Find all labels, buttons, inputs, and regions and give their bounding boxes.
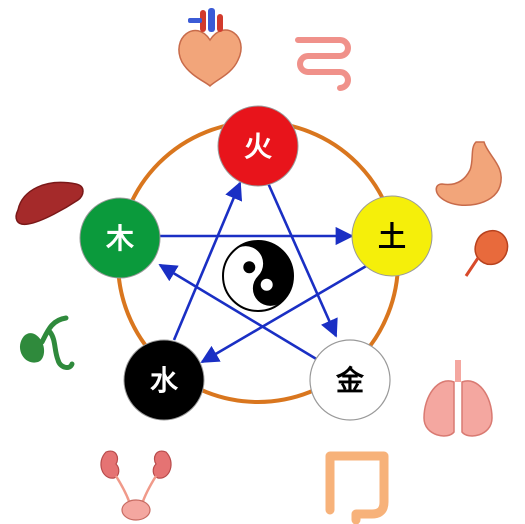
element-node-earth: 土 [352, 196, 432, 276]
element-node-wood: 木 [80, 198, 160, 278]
element-node-metal: 金 [310, 340, 390, 420]
element-label-fire: 火 [244, 130, 272, 163]
spleen-icon [466, 231, 508, 276]
element-node-water: 水 [124, 340, 204, 420]
lungs-icon [424, 360, 492, 436]
stomach-icon [436, 142, 501, 205]
kidneys-bladder-icon [101, 451, 171, 520]
element-node-fire: 火 [218, 106, 298, 186]
heart-icon [179, 8, 241, 86]
element-label-metal: 金 [335, 364, 365, 397]
element-label-earth: 土 [378, 220, 406, 253]
gallbladder-icon [20, 318, 72, 367]
element-label-wood: 木 [105, 222, 134, 255]
small-intestine-icon [298, 40, 348, 88]
element-label-water: 水 [150, 364, 179, 397]
liver-icon [16, 182, 83, 224]
large-intestine-icon [330, 456, 384, 520]
